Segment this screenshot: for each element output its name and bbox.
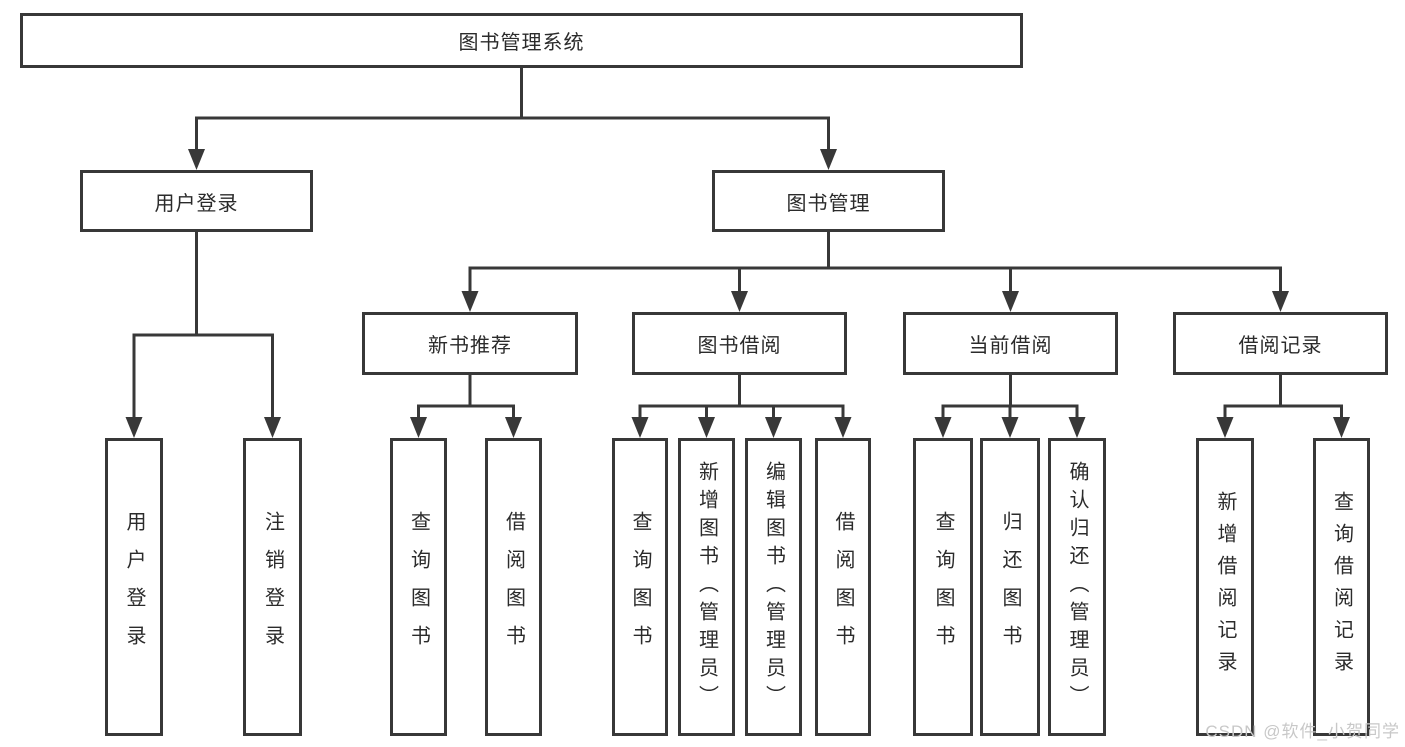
node-newbooks-borrow: 借阅图书: [485, 438, 542, 736]
arrow-down-icons: [125, 149, 1350, 438]
node-label: 查询图书: [629, 511, 651, 663]
node-label: 借阅图书: [502, 511, 525, 663]
node-label: 查询借阅记录: [1330, 491, 1353, 683]
node-label: 确认归还（管理员）: [1066, 461, 1088, 713]
node-user-login: 用户登录: [80, 170, 313, 232]
node-label: 编辑图书（管理员）: [762, 461, 785, 713]
node-current-query: 查询图书: [913, 438, 973, 736]
node-label: 新增借阅记录: [1214, 491, 1236, 683]
node-user-login-action: 用户登录: [105, 438, 163, 736]
node-label: 查询图书: [407, 511, 430, 663]
node-book-management: 图书管理: [712, 170, 945, 232]
node-root: 图书管理系统: [20, 13, 1023, 68]
node-label: 借阅图书: [832, 511, 854, 663]
node-label: 查询图书: [932, 511, 954, 663]
node-label: 用户登录: [123, 511, 145, 663]
node-label: 新增图书（管理员）: [695, 461, 718, 713]
node-label: 归还图书: [999, 511, 1021, 663]
node-label: 注销登录: [261, 511, 284, 663]
node-current-borrowing: 当前借阅: [903, 312, 1118, 375]
node-borrowing-query: 查询图书: [612, 438, 668, 736]
node-book-borrowing: 图书借阅: [632, 312, 847, 375]
node-borrow-records: 借阅记录: [1173, 312, 1388, 375]
node-logout-action: 注销登录: [243, 438, 302, 736]
node-records-query: 查询借阅记录: [1313, 438, 1370, 736]
node-records-add: 新增借阅记录: [1196, 438, 1254, 736]
node-new-book-recommend: 新书推荐: [362, 312, 578, 375]
node-newbooks-query: 查询图书: [390, 438, 447, 736]
csdn-watermark: CSDN @软件_小贺同学: [1205, 722, 1400, 741]
node-borrowing-edit-admin: 编辑图书（管理员）: [745, 438, 802, 736]
node-current-confirm-admin: 确认归还（管理员）: [1048, 438, 1106, 736]
node-borrowing-borrow: 借阅图书: [815, 438, 871, 736]
node-current-return: 归还图书: [980, 438, 1040, 736]
node-borrowing-add-admin: 新增图书（管理员）: [678, 438, 735, 736]
